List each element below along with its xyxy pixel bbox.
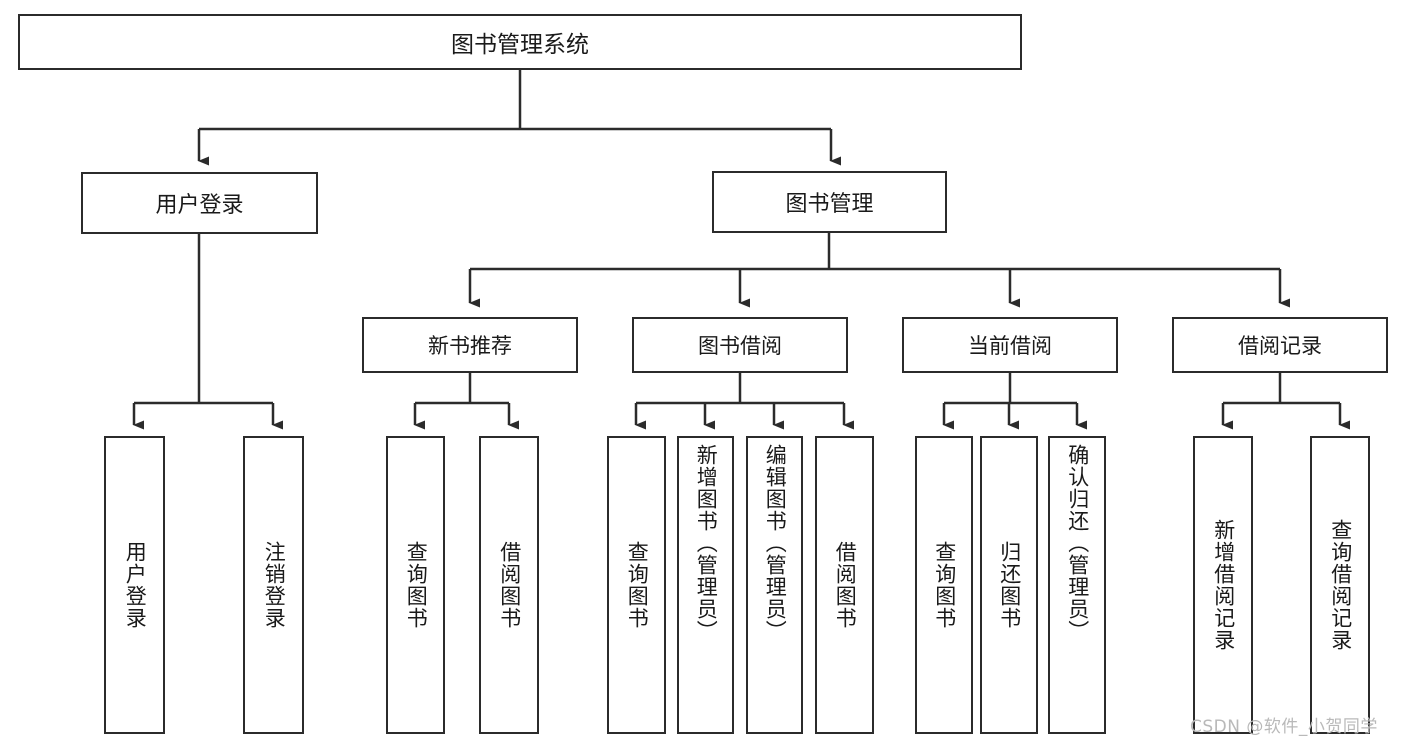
leaf-query-borrow-record[interactable]: 查询借阅记录 <box>1310 436 1370 734</box>
node-label: 查询图书 <box>932 541 957 629</box>
node-label: 注销登录 <box>262 541 287 629</box>
leaf-query-book-new-recommend[interactable]: 查询图书 <box>386 436 445 734</box>
node-user-login[interactable]: 用户登录 <box>81 172 318 234</box>
node-book-management[interactable]: 图书管理 <box>712 171 947 233</box>
leaf-confirm-return-admin[interactable]: 确认归还（管理员） <box>1048 436 1106 734</box>
node-label: 用户登录 <box>123 541 148 629</box>
leaf-query-book-current[interactable]: 查询图书 <box>915 436 973 734</box>
node-label: 借阅记录 <box>1238 334 1322 358</box>
node-label: 图书管理系统 <box>451 32 589 58</box>
csdn-watermark: CSDN @软件_小贺同学 <box>1190 717 1378 737</box>
node-label: 编辑图书（管理员） <box>763 444 788 642</box>
node-current-borrow[interactable]: 当前借阅 <box>902 317 1118 373</box>
leaf-add-book-admin[interactable]: 新增图书（管理员） <box>677 436 734 734</box>
node-label: 新增图书（管理员） <box>694 444 719 642</box>
node-label: 图书借阅 <box>698 334 782 358</box>
leaf-borrow-book-new-recommend[interactable]: 借阅图书 <box>479 436 539 734</box>
node-label: 新增借阅记录 <box>1211 519 1236 651</box>
node-label: 新书推荐 <box>428 334 512 358</box>
node-label: 确认归还（管理员） <box>1065 444 1090 642</box>
node-label: 当前借阅 <box>968 334 1052 358</box>
node-label: 图书管理 <box>785 192 874 217</box>
node-label: 查询借阅记录 <box>1328 519 1353 651</box>
leaf-logout-login[interactable]: 注销登录 <box>243 436 304 734</box>
leaf-add-borrow-record[interactable]: 新增借阅记录 <box>1193 436 1253 734</box>
node-label: 归还图书 <box>997 541 1022 629</box>
leaf-borrow-book-borrow[interactable]: 借阅图书 <box>815 436 874 734</box>
leaf-edit-book-admin[interactable]: 编辑图书（管理员） <box>746 436 803 734</box>
node-label: 借阅图书 <box>497 541 522 629</box>
node-new-book-recommend[interactable]: 新书推荐 <box>362 317 578 373</box>
node-label: 查询图书 <box>404 541 429 629</box>
node-label: 借阅图书 <box>833 541 858 629</box>
node-borrow-record[interactable]: 借阅记录 <box>1172 317 1388 373</box>
node-book-borrow[interactable]: 图书借阅 <box>632 317 848 373</box>
node-label: 用户登录 <box>155 193 244 218</box>
leaf-return-book[interactable]: 归还图书 <box>980 436 1038 734</box>
node-root-book-management-system[interactable]: 图书管理系统 <box>18 14 1022 70</box>
leaf-query-book-borrow[interactable]: 查询图书 <box>607 436 666 734</box>
node-label: 查询图书 <box>625 541 650 629</box>
leaf-user-login[interactable]: 用户登录 <box>104 436 165 734</box>
